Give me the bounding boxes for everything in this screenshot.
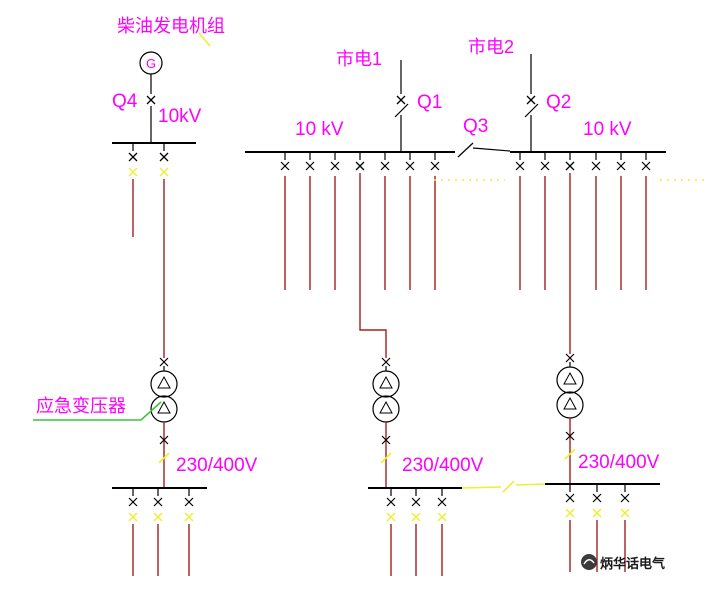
breaker-q4-icon bbox=[146, 95, 156, 105]
feeder bbox=[616, 151, 626, 291]
breaker-q2-label: Q2 bbox=[546, 92, 571, 113]
breaker-q4-label: Q4 bbox=[112, 91, 138, 112]
lv-bus-tie bbox=[461, 480, 546, 493]
breaker-q1-icon bbox=[396, 95, 406, 105]
feeder bbox=[540, 151, 550, 291]
mains2-incomer: 市电2 Q2 bbox=[468, 37, 571, 152]
feeder bbox=[565, 483, 575, 573]
breaker-q1-label: Q1 bbox=[417, 92, 442, 113]
lv-bus-mid: 230/400V bbox=[368, 455, 484, 577]
mains1-incomer: 市电1 Q1 bbox=[336, 49, 442, 152]
feeder bbox=[159, 143, 169, 358]
tie-switch-blade bbox=[457, 142, 474, 158]
lv-right-voltage-label: 230/400V bbox=[578, 452, 660, 473]
generator-letter: G bbox=[146, 56, 156, 71]
feeder bbox=[405, 151, 415, 291]
lv-mid-voltage-label: 230/400V bbox=[402, 455, 484, 476]
breaker-q2-icon bbox=[526, 95, 536, 105]
feeder bbox=[411, 487, 421, 577]
lv-bus-right: 230/400V bbox=[545, 452, 660, 573]
transformer-feeder bbox=[355, 152, 387, 358]
watermark-text: 炳华话电气 bbox=[600, 556, 665, 571]
transformer-feeder bbox=[565, 152, 575, 354]
watermark: 炳华话电气 bbox=[581, 554, 665, 571]
hv-left-voltage-label: 10kV bbox=[158, 106, 202, 127]
pointer-line bbox=[33, 401, 162, 421]
emergency-transformer-branch: 应急变压器 bbox=[33, 357, 178, 489]
feeder bbox=[515, 151, 525, 291]
feeder bbox=[380, 151, 390, 291]
feeder bbox=[305, 151, 315, 291]
switch-blade bbox=[394, 103, 409, 118]
breaker-q3-label: Q3 bbox=[463, 116, 488, 137]
generator-label: 柴油发电机组 bbox=[117, 16, 225, 36]
hv-bus-mid: 10 kV bbox=[245, 119, 505, 358]
generator-symbol: G bbox=[139, 51, 163, 75]
feeder bbox=[128, 143, 138, 237]
highlight-mark bbox=[198, 32, 211, 47]
switch-blade bbox=[524, 103, 539, 118]
hv-right-voltage-label: 10 kV bbox=[583, 119, 632, 140]
bus-tie-q3: Q3 bbox=[457, 116, 511, 158]
transformer-mid-symbol bbox=[372, 357, 400, 489]
feeder bbox=[430, 151, 440, 291]
feeder bbox=[437, 487, 447, 577]
feeder bbox=[641, 151, 651, 291]
feeder bbox=[330, 151, 340, 291]
transformer-symbol bbox=[150, 357, 178, 489]
feeder bbox=[280, 151, 290, 291]
emergency-transformer-label: 应急变压器 bbox=[36, 396, 126, 416]
hv-bus-left bbox=[112, 142, 196, 358]
lv-left-voltage-label: 230/400V bbox=[176, 455, 258, 476]
feeder bbox=[153, 487, 163, 577]
feeder bbox=[184, 487, 194, 577]
feeder bbox=[386, 487, 396, 577]
hv-bus-right: 10 kV bbox=[510, 119, 707, 354]
watermark-logo-icon bbox=[581, 554, 597, 570]
mains1-label: 市电1 bbox=[336, 49, 382, 69]
feeder bbox=[591, 151, 601, 291]
tie-switch-blade bbox=[502, 480, 515, 493]
generator-branch: 柴油发电机组 G Q4 10kV bbox=[112, 16, 225, 143]
lv-bus-left: 230/400V bbox=[112, 455, 258, 577]
hv-mid-voltage-label: 10 kV bbox=[295, 119, 344, 140]
feeder bbox=[128, 487, 138, 577]
mains2-label: 市电2 bbox=[468, 37, 514, 57]
